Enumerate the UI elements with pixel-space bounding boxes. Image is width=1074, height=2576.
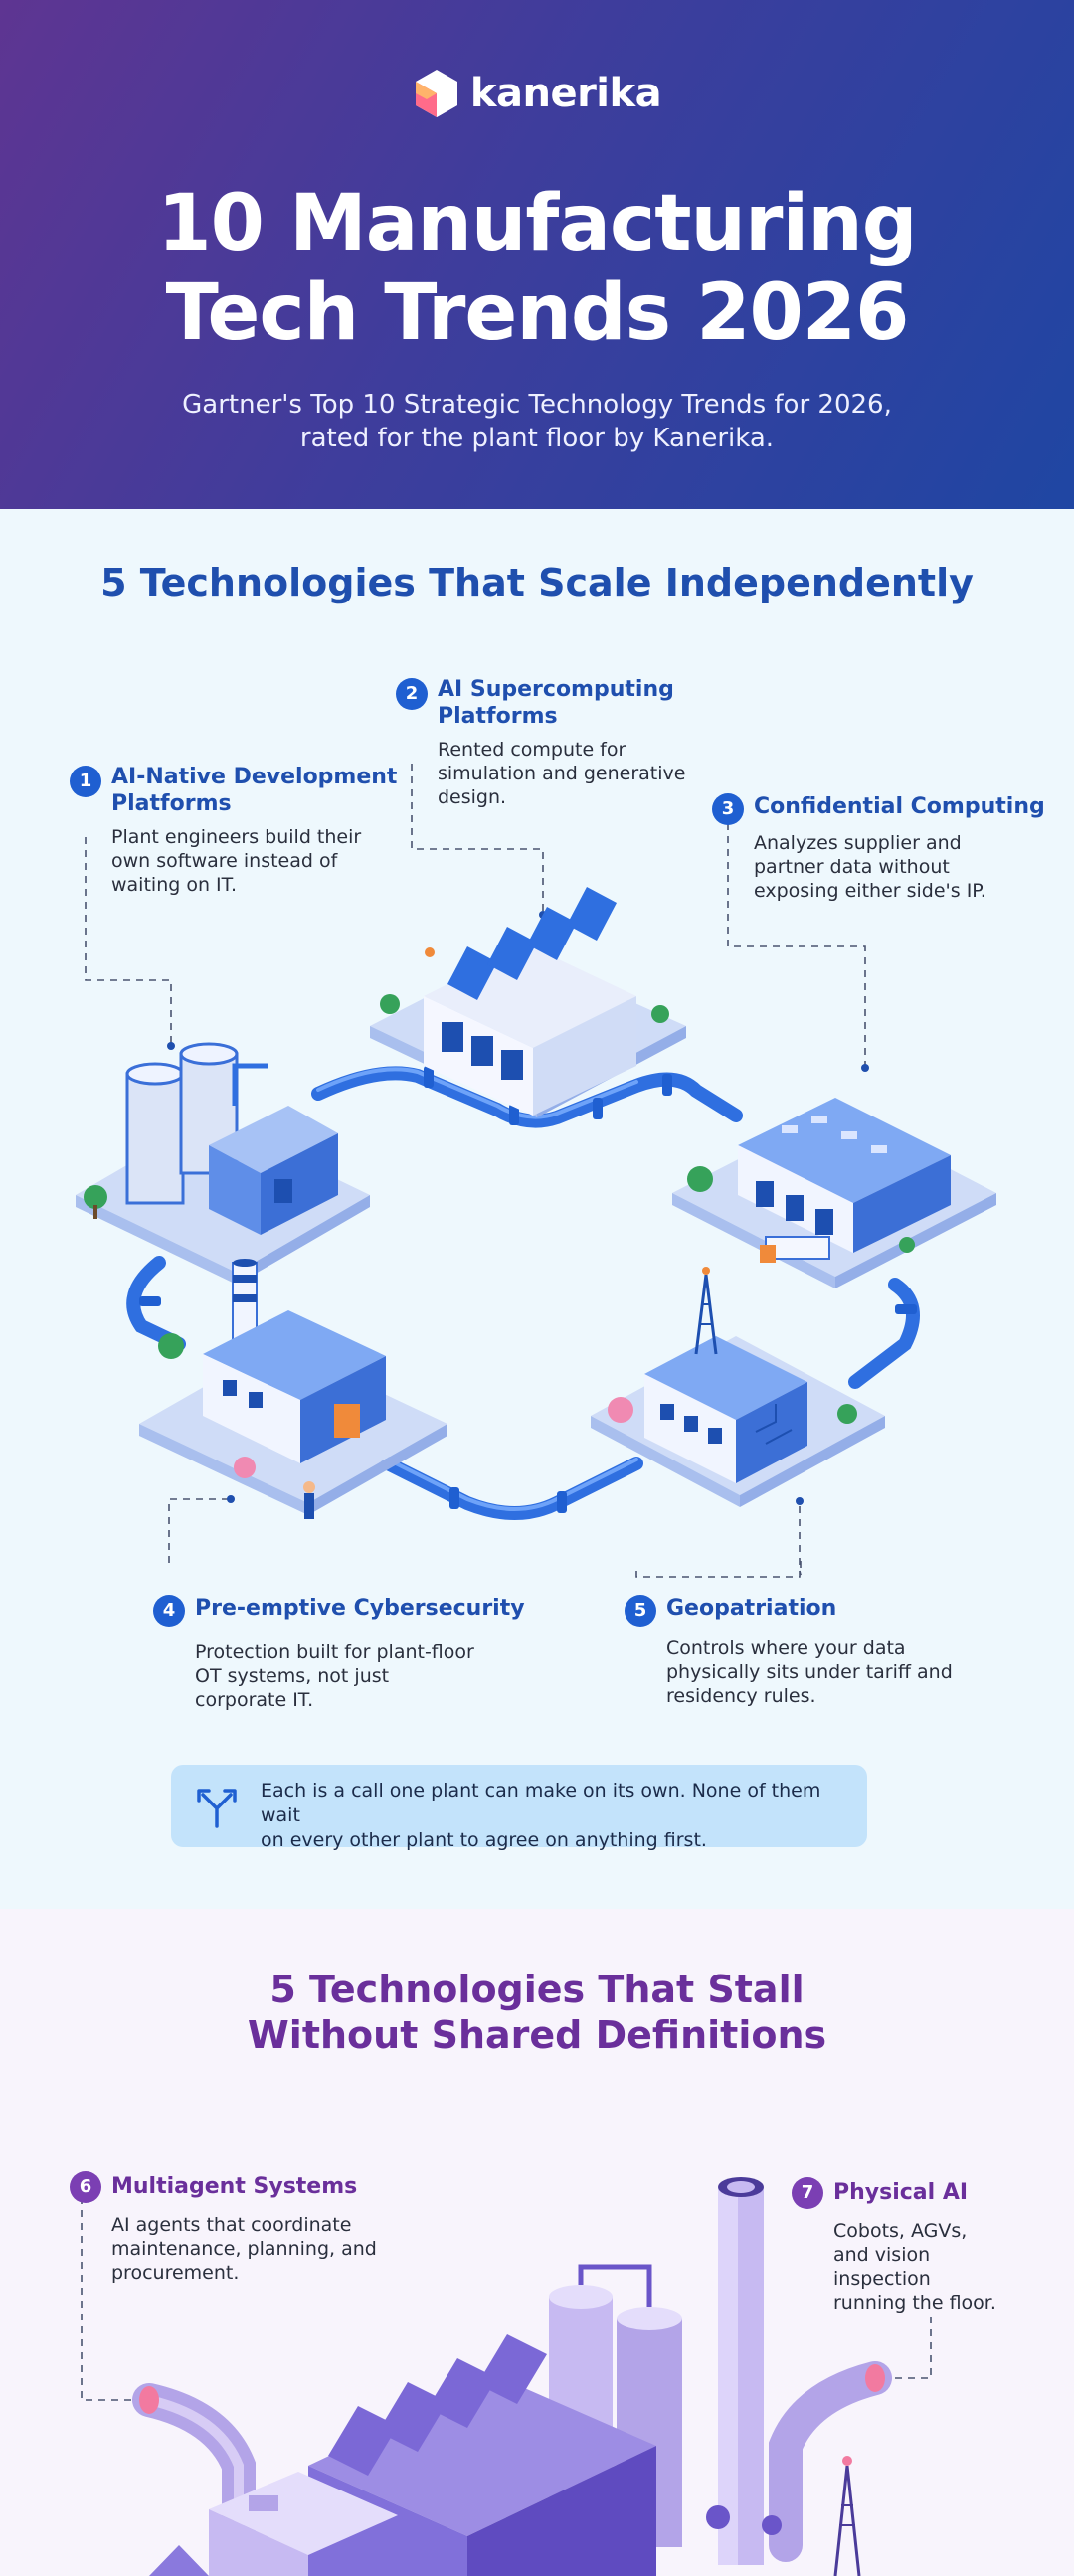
split-arrow-icon [197,1789,237,1828]
trend-2-number: 2 [396,678,428,710]
section-stall-without-definitions: 5 Technologies That Stall Without Shared… [0,1909,1074,2576]
trend-5-number: 5 [625,1595,656,1627]
brand-name: kanerika [469,71,662,116]
trend-7-title: Physical AI [833,2180,969,2205]
section-title: 5 Technologies That Scale Independently [100,561,974,604]
trend-5-description: Controls where your data physically sits… [666,1637,953,1707]
trend-2-description: Rented compute for simulation and genera… [438,739,686,808]
trend-6-number: 6 [70,2171,101,2203]
trend-3-title: Confidential Computing [754,794,1045,819]
brand-logo: kanerika [0,68,1074,119]
factory-network-illustration [76,764,996,1578]
section-title: 5 Technologies That Stall Without Shared… [247,1968,827,2057]
logo-hexagon-icon [415,70,457,117]
trend-1-title: AI-Native Development Platforms [111,765,398,816]
trend-4-description: Protection built for plant-floor OT syst… [195,1641,474,1711]
trend-3-description: Analyzes supplier and partner data witho… [754,832,986,902]
trend-5-title: Geopatriation [666,1596,837,1621]
trend-2-title: AI Supercomputing Platforms [438,677,674,729]
trend-1-description: Plant engineers build their own software… [111,826,362,896]
trend-7-number: 7 [792,2177,823,2209]
trend-3-number: 3 [712,793,744,825]
trend-7-description: Cobots, AGVs, and vision inspection runn… [833,2220,996,2314]
page-subtitle: Gartner's Top 10 Strategic Technology Tr… [182,390,892,453]
trend-4-number: 4 [153,1595,185,1627]
independence-note: Each is a call one plant can make on its… [171,1765,867,1851]
trend-4-title: Pre-emptive Cybersecurity [195,1596,525,1621]
section-scale-independently: 5 Technologies That Scale Independently [0,509,1074,1909]
trend-1-number: 1 [70,766,101,797]
trend-6-title: Multiagent Systems [111,2174,358,2199]
hero-banner: kanerika 10 Manufacturing Tech Trends 20… [0,0,1074,509]
page-title: 10 Manufacturing Tech Trends 2026 [157,179,917,358]
trend-6-description: AI agents that coordinate maintenance, p… [111,2214,377,2284]
factory-complex-illustration [81,2177,932,2576]
